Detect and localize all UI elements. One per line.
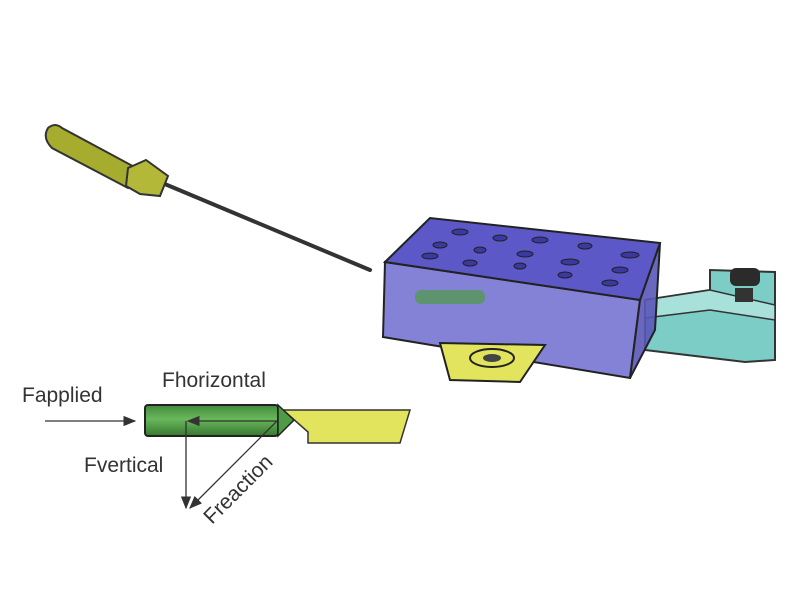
label-reaction: Freaction — [199, 450, 277, 528]
screwdriver-shaft — [158, 180, 372, 272]
insert-profile — [281, 409, 412, 444]
insert-plate — [438, 341, 547, 384]
clamp-block — [644, 268, 776, 364]
screwdriver — [44, 124, 372, 272]
clamp-screw — [730, 268, 760, 286]
reaction-force-arrow — [189, 420, 278, 509]
insert-holder-box — [381, 216, 662, 380]
force-schematic: Fapplied Fhorizontal Fvertical Freaction — [22, 369, 412, 529]
label-applied: Fapplied — [22, 384, 103, 407]
pin-tip — [277, 403, 296, 438]
label-horizontal: Fhorizontal — [162, 369, 266, 392]
label-vertical: Fvertical — [84, 454, 163, 477]
screwdriver-ferrule — [124, 158, 170, 198]
pin-inside — [415, 290, 485, 304]
